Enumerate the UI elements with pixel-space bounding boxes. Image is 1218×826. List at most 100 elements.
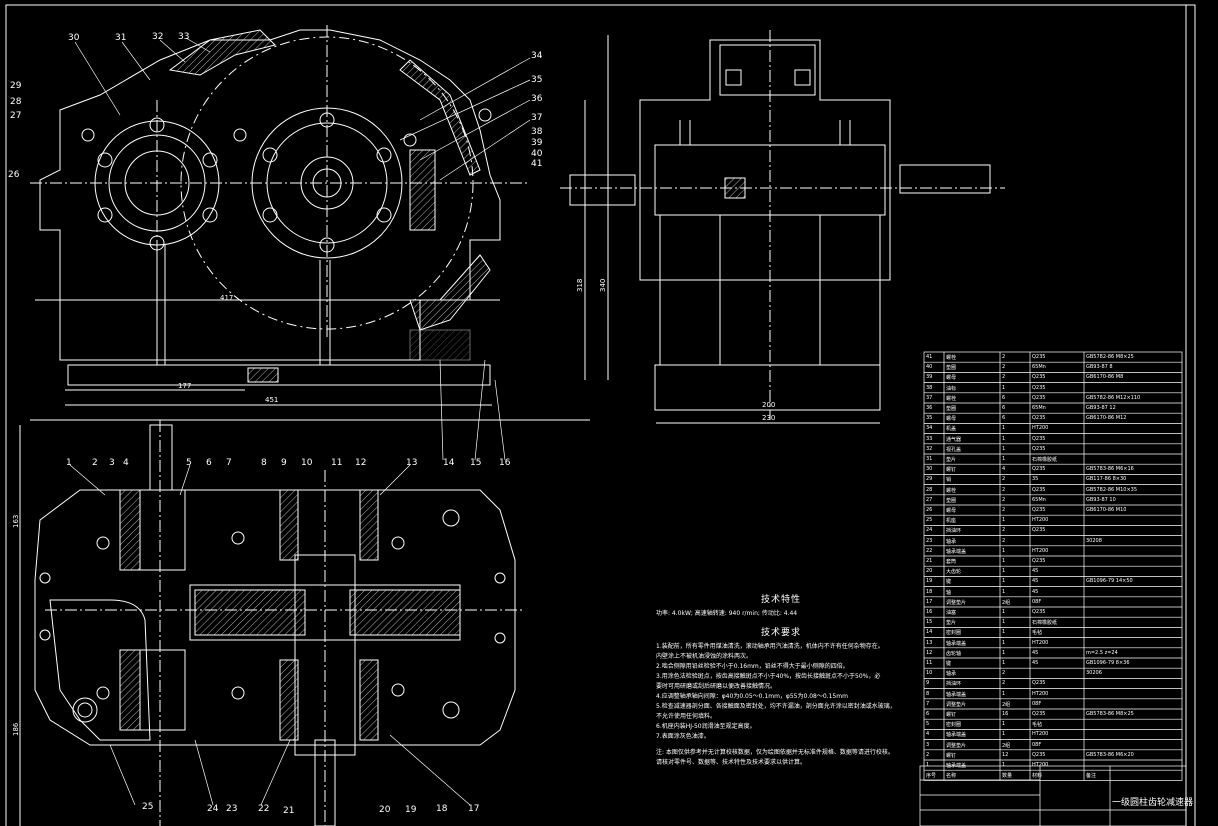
bom-cell: 毛毡 [1032, 630, 1043, 637]
bom-cell: 1 [1002, 649, 1006, 656]
bom-cell: 1 [1002, 619, 1006, 626]
bom-cell: Q235 [1032, 711, 1046, 717]
dim-side-h1: 318 [576, 278, 584, 292]
callout-15: 15 [470, 458, 482, 468]
bom-cell: Q235 [1032, 507, 1046, 513]
callout-12: 12 [355, 458, 367, 468]
plan-bolt-holes [39, 509, 506, 719]
bom-cell: 1 [1002, 762, 1006, 768]
bom-cell: 视孔盖 [946, 446, 962, 453]
bom-row-number: 32 [926, 445, 933, 452]
bom-cell: 毛毡 [1032, 722, 1043, 729]
callout-6: 6 [206, 458, 212, 468]
bom-cell: Q235 [1032, 374, 1046, 381]
bom-cell: 2 [1002, 486, 1006, 493]
bom-cell: 2组 [1002, 742, 1011, 749]
bom-cell: 石棉橡胶纸 [1032, 457, 1058, 463]
bom-row-number: 18 [926, 588, 933, 595]
bom-row-number: 25 [926, 517, 933, 524]
bom-cell: GB5783-86 M6×16 [1086, 466, 1134, 473]
front-view [30, 25, 530, 406]
bom-cell: 1 [1002, 731, 1006, 738]
bom-row-number: 35 [926, 415, 933, 422]
bom-row-number: 24 [926, 527, 933, 534]
bom-cell: 16 [1002, 711, 1009, 717]
callout-13: 13 [406, 458, 418, 468]
bom-cell: 45 [1032, 588, 1039, 595]
callout-19: 19 [405, 805, 417, 815]
bom-row-number: 27 [926, 496, 933, 503]
bom-cell: 45 [1032, 568, 1039, 575]
bom-row-number: 4 [926, 731, 930, 738]
bom-cell: 65Mn [1032, 496, 1046, 503]
bom-cell: 1 [1002, 629, 1006, 636]
bom-row-number: 13 [926, 639, 933, 646]
bom-cell: HT200 [1032, 762, 1049, 768]
bom-cell: HT200 [1032, 547, 1049, 554]
bom-cell: 65Mn [1032, 364, 1046, 371]
bom-cell: Q235 [1032, 384, 1046, 391]
bom-row-number: 16 [926, 609, 933, 615]
plan-view [19, 419, 590, 826]
dim-side-w1: 200 [762, 401, 776, 409]
bom-row-number: 40 [926, 364, 933, 371]
callout-17: 17 [468, 804, 480, 814]
bom-cell: 机座 [946, 518, 957, 525]
bom-cell: 2 [1002, 354, 1006, 360]
title-block-grid [919, 765, 1187, 826]
dim-side-h2: 340 [599, 278, 607, 292]
bom-row-number: 26 [926, 507, 933, 513]
bom-cell: 2 [1002, 527, 1006, 534]
req-line: 5.检查减速器剖分面、各接触面及密封处，均不许漏油，剖分面允许涂以密封油或水玻璃… [656, 703, 896, 710]
bom-row-number: 39 [926, 374, 933, 381]
bom-cell: 1 [1002, 517, 1006, 524]
bom-cell: 挡油环 [946, 528, 962, 535]
bom-cell: 1 [1002, 721, 1006, 728]
bom-row-number: 9 [926, 680, 930, 687]
bom-cell: GB5782-86 M12×110 [1086, 394, 1141, 401]
bom-cell: Q235 [1032, 486, 1046, 493]
bom-cell: Q235 [1032, 751, 1046, 758]
bom-row-number: 22 [926, 547, 933, 554]
tech-characteristics-heading: 技术特性 [760, 595, 801, 605]
tech-characteristics-line: 功率: 4.0kW; 高速轴转速: 940 r/min; 传动比: 4.44 [656, 610, 798, 617]
bom-cell: 备注 [1086, 773, 1097, 780]
callout-10: 10 [301, 458, 313, 468]
bom-cell: GB5783-86 M6×20 [1086, 751, 1134, 758]
bom-cell: 键 [946, 661, 952, 667]
callout-14: 14 [443, 458, 455, 468]
bom-cell: HT200 [1032, 517, 1049, 524]
bom-cell: 螺钉 [946, 752, 957, 759]
bom-row-number: 29 [926, 476, 933, 483]
technical-notes: 技术特性 功率: 4.0kW; 高速轴转速: 940 r/min; 传动比: 4… [656, 592, 906, 768]
callout-16: 16 [499, 458, 511, 468]
callout-32: 32 [152, 32, 164, 42]
bom-cell: 2组 [1002, 599, 1011, 606]
bom-cell: Q235 [1032, 394, 1046, 401]
bom-cell: 轴承端盖 [946, 732, 967, 739]
callout-1: 1 [66, 458, 72, 468]
bom-cell: 大齿轮 [946, 569, 962, 576]
bom-cell: Q235 [1032, 354, 1046, 360]
callout-38: 38 [531, 127, 543, 137]
callout-41: 41 [531, 159, 543, 169]
bom-cell: 35 [1032, 476, 1039, 483]
callout-18: 18 [436, 804, 448, 814]
req-line: 1.装配前，所有零件用煤油清洗，滚动轴承用汽油清洗，机体内不许有任何杂物存在。 [656, 643, 884, 650]
bom-cell: 1 [1002, 547, 1006, 554]
bom-row-number: 10 [926, 670, 933, 677]
bom-cell: Q235 [1032, 435, 1046, 442]
bom-cell: 垫圈 [946, 365, 957, 372]
bom-cell: 轴承端盖 [946, 640, 967, 647]
bom-cell: 轴 [946, 589, 952, 596]
req-line: 要时可用研磨或刮后研磨以便改善接触情况。 [656, 683, 777, 690]
bom-cell: 2 [1002, 507, 1006, 513]
bom-cell: 1 [1002, 588, 1006, 595]
bom-cell: 轴承端盖 [946, 691, 967, 698]
bom-row-number: 6 [926, 711, 930, 717]
bom-row-number: 17 [926, 598, 933, 605]
bom-row-number: 36 [926, 405, 933, 411]
callout-25: 25 [142, 802, 154, 812]
bom-cell: GB6170-86 M8 [1086, 374, 1124, 381]
